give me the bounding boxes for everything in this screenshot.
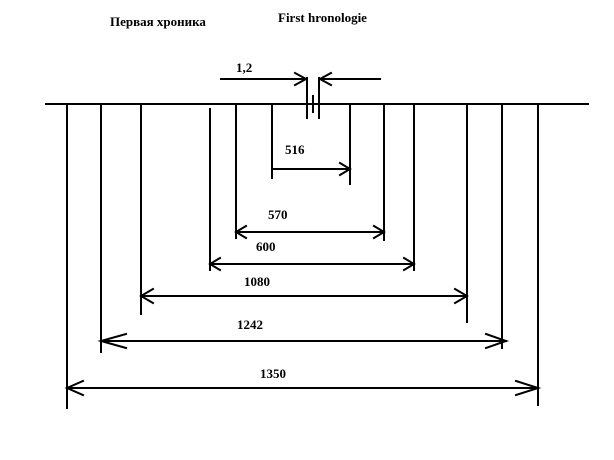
dimension-label: 1350	[260, 366, 286, 381]
arrowhead-right	[338, 161, 352, 177]
dimension-600: 600	[208, 103, 416, 272]
arrowhead-left	[64, 379, 85, 397]
arrowhead-left	[208, 256, 222, 272]
dimension-516: 516	[271, 103, 352, 185]
dimension-1080: 1080	[139, 103, 469, 323]
dimension-1350: 1350	[64, 103, 542, 409]
arrowhead-left	[293, 71, 309, 87]
dimension-1-2: 1,2	[220, 60, 381, 119]
dimension-label: 600	[256, 239, 276, 254]
dimension-label: 1,2	[236, 60, 252, 75]
dimension-label: 1242	[237, 317, 263, 332]
dimension-label: 516	[285, 142, 305, 157]
title-english: First hronologie	[278, 10, 367, 25]
arrowhead-left	[234, 224, 248, 240]
dimension-label: 1080	[244, 274, 270, 289]
dimension-570: 570	[234, 103, 386, 241]
dimension-label: 570	[268, 207, 288, 222]
arrowhead-right	[402, 256, 416, 272]
arrowhead-left	[97, 332, 128, 350]
arrowhead-right	[372, 224, 386, 240]
arrowhead-right	[514, 379, 542, 397]
dimension-1242: 1242	[97, 103, 510, 353]
title-russian: Первая хроника	[110, 14, 206, 29]
arrowhead-left	[139, 287, 155, 305]
arrowhead-right	[453, 287, 469, 305]
arrowhead-right	[317, 71, 333, 87]
arrowhead-right	[484, 332, 510, 350]
